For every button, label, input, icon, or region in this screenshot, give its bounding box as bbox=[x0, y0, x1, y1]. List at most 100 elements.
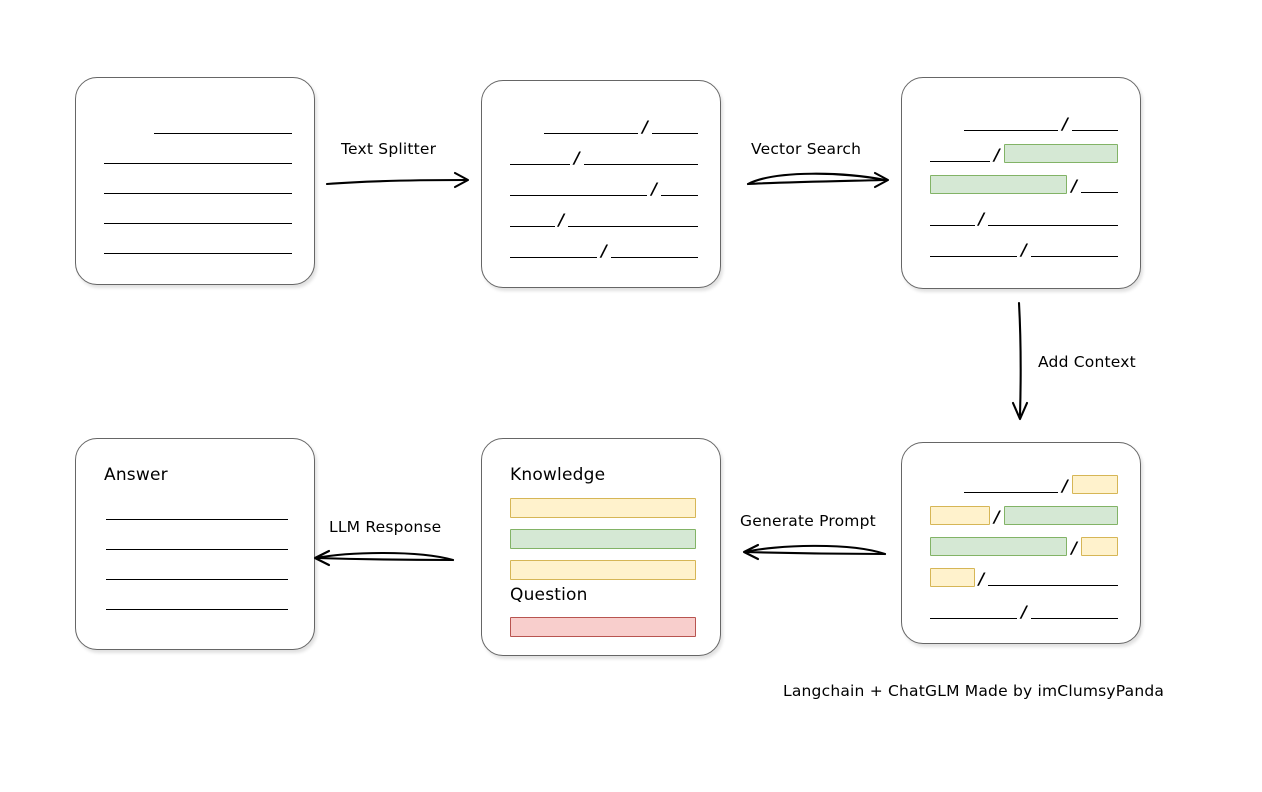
document-row: / bbox=[930, 536, 1118, 557]
split-separator: / bbox=[651, 179, 658, 198]
arrow-down-icon bbox=[1011, 301, 1029, 421]
document-row bbox=[104, 206, 292, 224]
split-separator: / bbox=[978, 209, 985, 228]
document-row bbox=[104, 146, 292, 164]
split-separator: / bbox=[993, 145, 1000, 164]
answer-text-line bbox=[106, 519, 288, 520]
split-separator: / bbox=[1071, 538, 1078, 557]
split-separator: / bbox=[1021, 602, 1027, 621]
context-chunk-yellow bbox=[930, 505, 990, 525]
arrow-label-generate-prompt: Generate Prompt bbox=[740, 512, 876, 530]
split-separator: / bbox=[558, 210, 565, 229]
document-row: / bbox=[930, 505, 1118, 526]
arrow-right-icon bbox=[325, 171, 470, 189]
split-separator: / bbox=[1062, 114, 1069, 133]
arrow-right-icon bbox=[746, 171, 890, 189]
matched-chunk-green bbox=[930, 174, 1068, 194]
document-row: / bbox=[930, 113, 1119, 133]
document-row: / bbox=[930, 239, 1118, 259]
split-document-box: / / / / / bbox=[481, 80, 721, 288]
prompt-box: Knowledge Question bbox=[481, 438, 721, 656]
arrow-left-icon bbox=[313, 549, 455, 567]
document-row bbox=[104, 236, 292, 254]
arrow-llm-response: LLM Response bbox=[313, 518, 480, 568]
split-separator: / bbox=[1021, 240, 1027, 259]
matched-document-box: / / / / / bbox=[901, 77, 1141, 289]
document-row: / bbox=[510, 178, 698, 198]
arrow-label-text-splitter: Text Splitter bbox=[341, 140, 437, 158]
text-line bbox=[1081, 178, 1118, 193]
text-line bbox=[583, 150, 698, 165]
text-line bbox=[652, 119, 699, 134]
arrow-text-splitter: Text Splitter bbox=[325, 140, 475, 190]
text-line bbox=[930, 147, 990, 162]
text-line bbox=[988, 571, 1118, 586]
knowledge-label: Knowledge bbox=[510, 465, 606, 485]
split-separator: / bbox=[601, 241, 607, 260]
raw-document-box bbox=[75, 77, 315, 285]
answer-box: Answer bbox=[75, 438, 315, 650]
document-row: / bbox=[930, 208, 1118, 228]
document-row bbox=[104, 176, 292, 194]
knowledge-bar-green bbox=[510, 529, 696, 549]
question-bar-red bbox=[510, 617, 696, 637]
arrow-generate-prompt: Generate Prompt bbox=[740, 512, 900, 562]
text-line bbox=[610, 243, 698, 258]
text-line bbox=[930, 211, 975, 226]
text-line bbox=[104, 149, 292, 164]
arrow-label-add-context: Add Context bbox=[1038, 353, 1136, 371]
text-line bbox=[964, 116, 1059, 131]
answer-text-line bbox=[106, 609, 288, 610]
question-label: Question bbox=[510, 585, 588, 605]
split-separator: / bbox=[978, 569, 985, 588]
knowledge-bar-yellow-1 bbox=[510, 498, 696, 518]
text-line bbox=[988, 211, 1118, 226]
split-separator: / bbox=[573, 148, 580, 167]
text-line bbox=[1030, 604, 1118, 619]
text-line bbox=[930, 604, 1018, 619]
context-chunk-green bbox=[1003, 505, 1118, 525]
text-line bbox=[104, 209, 292, 224]
document-row: / bbox=[930, 567, 1118, 588]
document-row: / bbox=[510, 240, 698, 260]
context-chunk-yellow bbox=[1081, 536, 1118, 556]
text-line bbox=[510, 181, 648, 196]
text-line bbox=[1072, 116, 1119, 131]
split-separator: / bbox=[1062, 476, 1069, 495]
text-line bbox=[544, 119, 639, 134]
context-document-box: / / / / / bbox=[901, 442, 1141, 644]
document-row: / bbox=[510, 147, 698, 167]
split-separator: / bbox=[1071, 176, 1078, 195]
arrow-left-icon bbox=[742, 543, 887, 561]
raw-document-lines bbox=[76, 78, 314, 284]
text-line bbox=[510, 212, 555, 227]
answer-text-line bbox=[106, 549, 288, 550]
document-row bbox=[104, 116, 292, 134]
text-line bbox=[510, 243, 598, 258]
text-line bbox=[104, 239, 292, 254]
context-chunk-green bbox=[930, 536, 1068, 556]
arrow-add-context: Add Context bbox=[1008, 300, 1188, 425]
text-line bbox=[661, 181, 698, 196]
matched-document-lines: / / / / / bbox=[902, 78, 1140, 288]
arrow-label-vector-search: Vector Search bbox=[751, 140, 862, 158]
split-document-lines: / / / / / bbox=[482, 81, 720, 287]
text-line bbox=[1030, 242, 1118, 257]
arrow-label-llm-response: LLM Response bbox=[329, 518, 442, 536]
document-row: / bbox=[930, 601, 1118, 621]
text-line bbox=[153, 119, 292, 134]
text-line bbox=[930, 242, 1018, 257]
split-separator: / bbox=[642, 117, 649, 136]
footer-credit: Langchain + ChatGLM Made by imClumsyPand… bbox=[783, 682, 1165, 700]
document-row: / bbox=[930, 474, 1119, 495]
document-row: / bbox=[930, 143, 1118, 164]
document-row: / bbox=[510, 116, 699, 136]
text-line bbox=[964, 478, 1059, 493]
arrow-vector-search: Vector Search bbox=[745, 140, 895, 190]
text-line bbox=[510, 150, 570, 165]
document-row: / bbox=[510, 209, 698, 229]
split-separator: / bbox=[994, 507, 1000, 526]
text-line bbox=[568, 212, 698, 227]
document-row: / bbox=[930, 174, 1118, 195]
knowledge-bar-yellow-2 bbox=[510, 560, 696, 580]
